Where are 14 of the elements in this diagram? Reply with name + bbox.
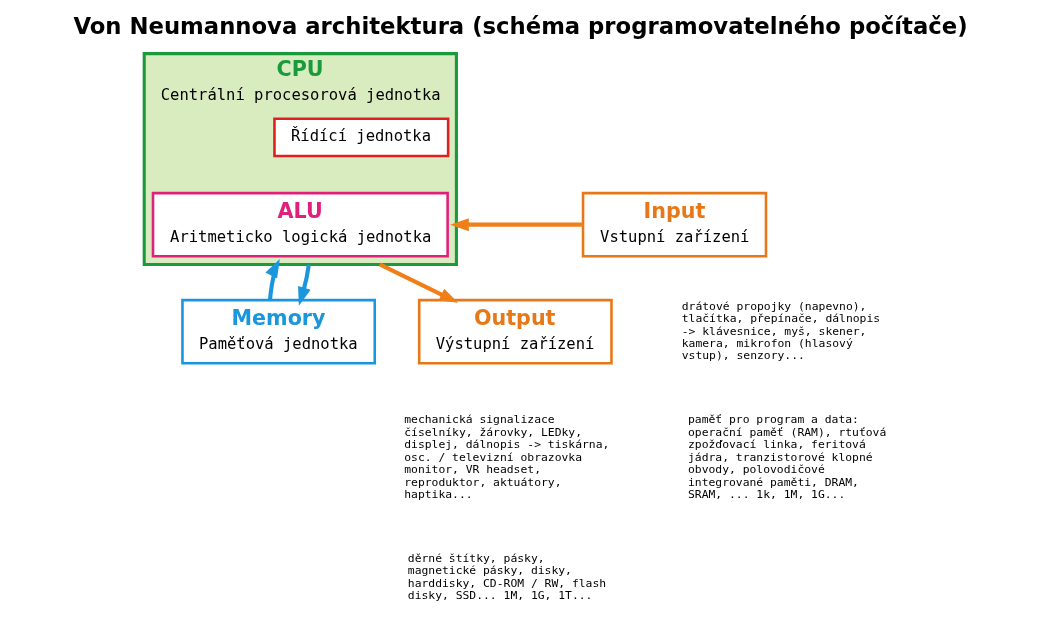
- node-box: Řídící jednotka: [272, 117, 449, 158]
- arrow: [264, 258, 280, 300]
- arrow: [378, 262, 458, 303]
- label: děrné štítky, pásky, magnetické pásky, disky, harddisky, CD-ROM / RW, flash disky, SSD... 1M, 1G, 1T...: [407, 550, 606, 603]
- arrow: [449, 218, 583, 232]
- node-box: ALU Aritmeticko logická jednotka: [151, 191, 449, 258]
- label: mechanická signalizace číselníky, žárovky, LEDky, displej, dálnopis -> tiskárna, osc. / televizní obrazovka monitor, VR headset, reproduktor, aktuátory, haptika...: [403, 412, 609, 501]
- node-box: Output Výstupní zařízení: [417, 298, 613, 365]
- label: drátové propojky (napevno), tlačítka, přepínače, dálnopis -> klávesnice, myš, skener, kamera, mikrofon (hlasový vstup), senzory...: [681, 298, 880, 363]
- label: paměť pro program a data: operační paměť (RAM), rtuťová zpožďovací linka, feritová jádra, tranzistorové klopné obvody, polovodičové integrované paměti, DRAM, SRAM, ... 1k, 1M, 1G...: [687, 412, 886, 501]
- node-box: Memory Paměťová jednotka: [180, 298, 376, 365]
- node-box: Input Vstupní zařízení: [581, 191, 767, 258]
- diagram-title: Von Neumannova architektura (schéma programovatelného počítače): [72, 12, 968, 39]
- arrow: [297, 264, 311, 306]
